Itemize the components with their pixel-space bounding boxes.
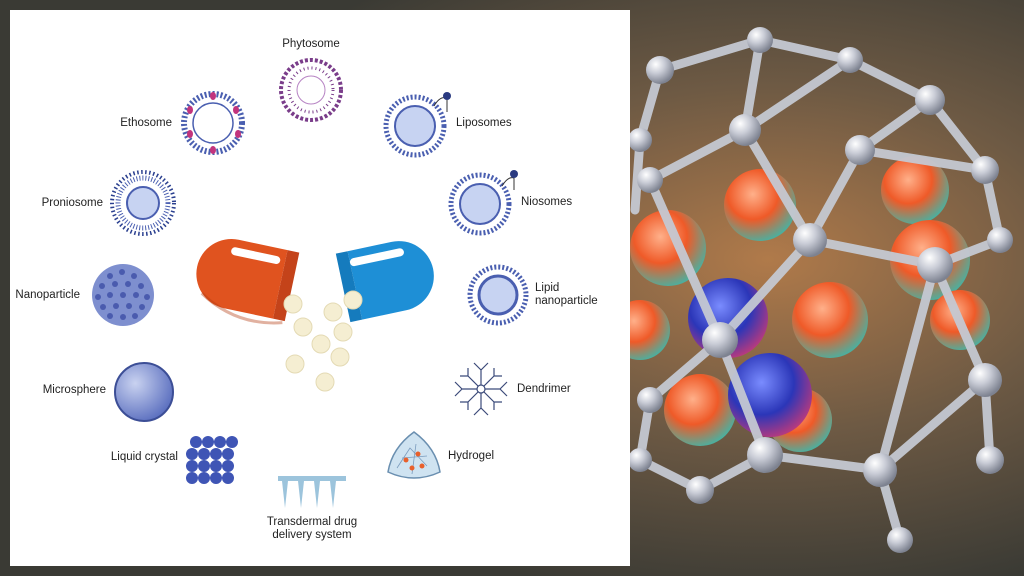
dendrimer-icon	[454, 362, 508, 416]
hydrogel-label: Hydrogel	[448, 450, 495, 462]
liposomes-label: Liposomes	[456, 117, 512, 129]
phytosome-icon	[279, 58, 343, 122]
ethosome-label: Ethosome	[120, 117, 172, 129]
liquid-crystal-label: Liquid crystal	[110, 451, 178, 463]
transdermal-label: Transdermal drug delivery system	[266, 516, 358, 541]
drug-delivery-diagram-panel: Phytosome Liposomes Niosomes Lipid nanop…	[10, 10, 630, 566]
liquid-crystal-icon	[186, 436, 238, 484]
lipid-nanoparticle-label: Lipid nanoparticle	[535, 282, 598, 307]
nanoparticle-label: Nanoparticle	[15, 289, 80, 301]
microsphere-icon	[114, 362, 174, 422]
proniosome-label: Proniosome	[41, 197, 103, 209]
proniosome-icon	[110, 170, 176, 236]
phytosome-label: Phytosome	[282, 38, 340, 50]
hydrogel-icon	[387, 431, 441, 479]
microsphere-label: Microsphere	[42, 384, 106, 396]
ethosome-icon	[181, 91, 245, 155]
transdermal-patch-icon	[278, 476, 346, 508]
capsule-with-particles-icon	[196, 239, 434, 392]
nanoparticle-icon	[92, 264, 154, 326]
liposomes-icon	[383, 92, 451, 158]
niosomes-label: Niosomes	[521, 196, 573, 208]
lipid-nanoparticle-icon	[467, 264, 529, 326]
niosomes-icon	[448, 170, 518, 236]
dendrimer-label: Dendrimer	[517, 383, 571, 395]
